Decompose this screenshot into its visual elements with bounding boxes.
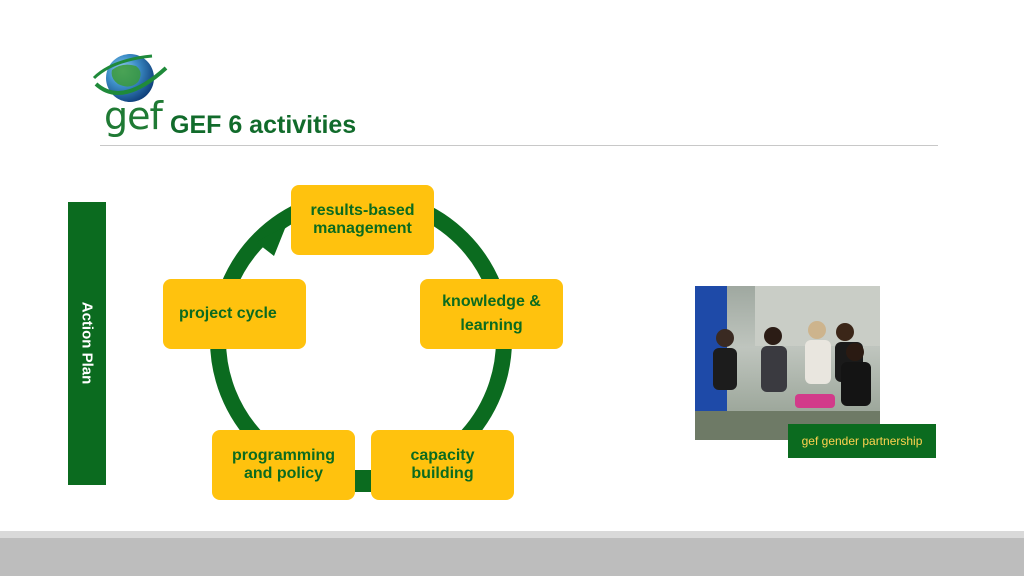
action-plan-label: Action Plan	[78, 301, 96, 385]
slide-title: GEF 6 activities	[170, 111, 357, 139]
knowledge-learning-box: knowledge & learning	[420, 279, 563, 349]
cycle-connector	[355, 470, 371, 492]
programming-policy-label: programming and policy	[231, 447, 336, 482]
results-based-management-label: results-based management	[310, 202, 415, 237]
project-cycle-label: project cycle	[179, 305, 277, 322]
logo-wordmark: gef	[104, 94, 163, 138]
photo-caption: gef gender partnership	[788, 424, 936, 458]
meeting-photo-image	[695, 286, 880, 440]
results-based-management-box: results-based management	[291, 185, 434, 255]
project-cycle-box: project cycle	[163, 279, 306, 349]
gender-partnership-photo	[695, 286, 880, 440]
knowledge-learning-label: knowledge & learning	[442, 293, 541, 334]
gef-globe-logo-icon	[92, 54, 168, 102]
action-plan-sidebar: Action Plan	[68, 202, 106, 485]
footer-band	[0, 531, 1024, 576]
capacity-building-label: capacity building	[410, 447, 475, 482]
programming-policy-box: programming and policy	[212, 430, 355, 500]
footer-band-highlight	[0, 531, 1024, 538]
capacity-building-box: capacity building	[371, 430, 514, 500]
cycle-arrowhead	[256, 226, 286, 256]
title-divider	[100, 145, 938, 146]
